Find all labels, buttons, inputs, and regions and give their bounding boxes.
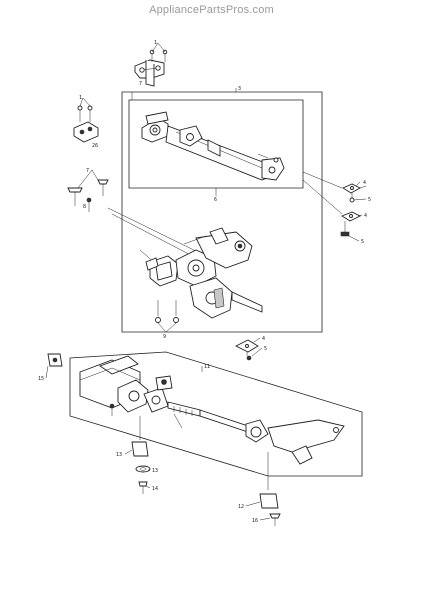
watermark-text: AppliancePartsPros.com xyxy=(149,4,274,16)
top-bracket-part xyxy=(134,42,168,87)
callout-4-lower: 4 xyxy=(262,336,265,342)
inner-frame-6 xyxy=(128,99,304,196)
main-shaft-assembly xyxy=(107,207,263,319)
small-bracket-26 xyxy=(73,97,99,143)
callout-4-right: 4 xyxy=(363,180,366,186)
lower-motor-assembly xyxy=(79,355,345,465)
callout-7-mid: 7 xyxy=(86,168,89,174)
callout-6-frame: 6 xyxy=(214,197,217,203)
callout-16: 16 xyxy=(252,518,258,524)
callout-14: 14 xyxy=(152,486,158,492)
callout-11: 11 xyxy=(204,364,210,370)
parts-9 xyxy=(155,300,179,333)
lower-frame-11 xyxy=(69,351,363,477)
screw-set-7-8 xyxy=(67,169,109,212)
callout-9: 9 xyxy=(163,334,166,340)
callout-5-right: 5 xyxy=(368,197,371,203)
callout-13-b: 13 xyxy=(152,468,158,474)
upper-shaft-assembly xyxy=(141,111,285,181)
part-15 xyxy=(47,353,63,367)
callout-7-top: 7 xyxy=(139,81,142,87)
callout-26: 26 xyxy=(92,143,98,149)
assembly-frame-3 xyxy=(121,88,323,333)
callout-1-top: 1 xyxy=(154,40,157,46)
leader-line xyxy=(302,179,343,215)
callout-15: 15 xyxy=(38,376,44,382)
callout-8: 8 xyxy=(83,204,86,210)
callout-labels: 1 7 3 1 26 7 8 6 4 5 4 5 9 4 5 11 15 13 … xyxy=(38,40,371,524)
callout-12: 12 xyxy=(238,504,244,510)
right-bracket-4-lower xyxy=(340,211,362,237)
callout-1-left: 1 xyxy=(79,95,82,101)
callout-5-right-2: 5 xyxy=(361,239,364,245)
leader-line xyxy=(302,171,343,189)
callout-4-right-2: 4 xyxy=(364,213,367,219)
bracket-4-lower-right xyxy=(234,339,259,361)
callout-5-lower: 5 xyxy=(264,346,267,352)
right-bracket-4-upper xyxy=(342,183,367,203)
callout-leaders xyxy=(45,181,367,521)
parts-12-13-14-16 xyxy=(131,416,281,526)
callout-3: 3 xyxy=(238,86,241,92)
callout-13-left: 13 xyxy=(116,452,122,458)
